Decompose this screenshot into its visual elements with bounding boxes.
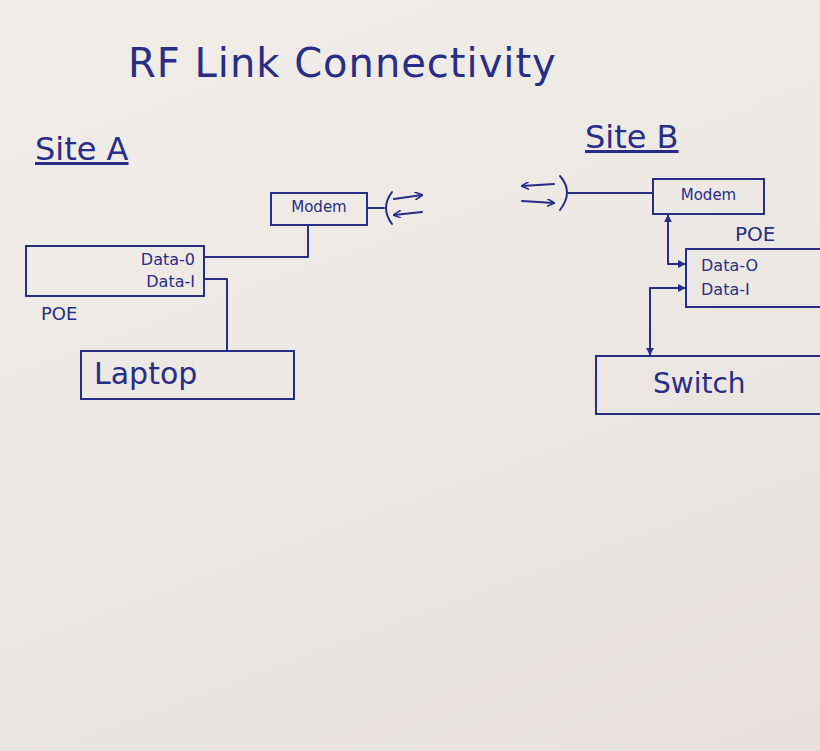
node-heading: POE [735,222,775,246]
node-text: Data-I [701,278,815,302]
node-text: Modem [280,198,358,216]
cable-connector [205,279,227,350]
diagram-title: RF Link Connectivity [128,40,557,86]
site-label: Site B [585,118,679,156]
node-heading: POE [41,303,77,325]
cable-connector [205,226,308,257]
rf-link-symbol [368,176,652,224]
modem-box: Modem [270,192,368,226]
node-text: Modem [662,186,755,204]
antenna-feed [368,207,384,209]
rf-arrow [522,184,554,186]
rf-arrow [522,201,554,203]
node-text: Data-I [35,271,195,293]
node-text: Data-O [701,254,815,278]
rf-arrow [394,195,422,199]
node-text: Laptop [94,356,281,391]
cable-connector [650,288,685,355]
antenna-feed [568,192,652,194]
cable-connector [668,215,685,264]
node-text: Data-0 [35,249,195,271]
poe-box: Data-0Data-IPOE [25,245,205,297]
node-text: Switch [653,367,811,400]
rf-arrow [394,212,422,215]
switch-box: Switch [595,355,820,415]
laptop-box: Laptop [80,350,295,400]
poe-box: POEData-OData-I [685,248,820,308]
antenna-dish [560,176,567,210]
site-label: Site A [35,130,129,168]
modem-box: Modem [652,178,765,215]
antenna-dish [386,192,392,224]
